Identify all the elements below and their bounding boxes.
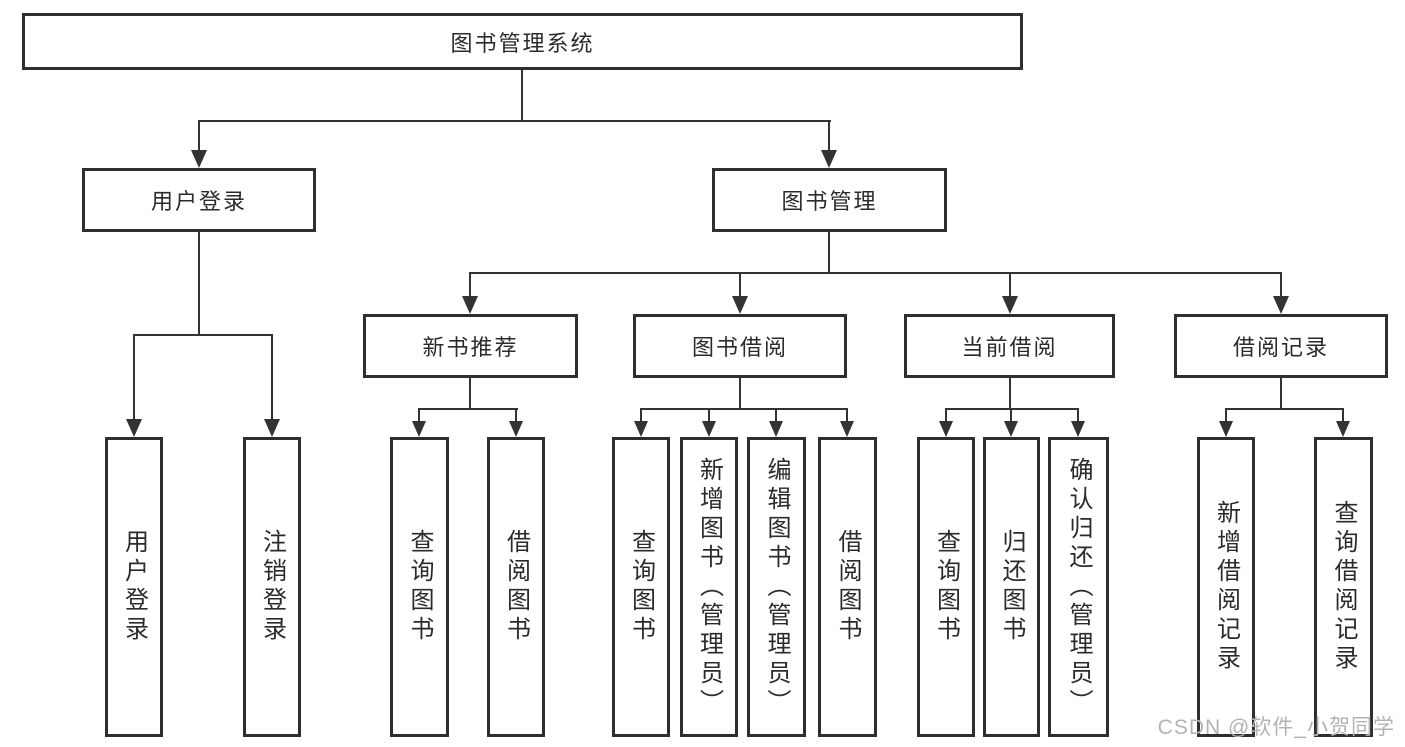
connector-line bbox=[418, 408, 420, 421]
leaf-label: 查询图书 bbox=[406, 529, 433, 645]
node-current-borrow: 当前借阅 bbox=[904, 314, 1115, 378]
connector-line bbox=[828, 120, 830, 150]
leaf-nbr-query-books: 查询图书 bbox=[390, 437, 449, 737]
node-library-system: 图书管理系统 bbox=[22, 13, 1023, 70]
connector-line bbox=[640, 408, 848, 410]
leaf-nbr-borrow-books: 借阅图书 bbox=[487, 437, 545, 737]
node-new-book-recommend: 新书推荐 bbox=[363, 314, 578, 378]
connector-line bbox=[198, 120, 200, 150]
connector-line bbox=[1009, 378, 1011, 410]
leaf-user-login: 用户登录 bbox=[105, 437, 163, 737]
connector-line bbox=[828, 232, 830, 274]
connector-line bbox=[515, 408, 517, 421]
leaf-br-query-record: 查询借阅记录 bbox=[1314, 437, 1373, 737]
connector-line bbox=[1342, 408, 1344, 421]
connector-line bbox=[1280, 378, 1282, 410]
arrowhead-down-icon bbox=[702, 421, 716, 437]
leaf-br-add-record: 新增借阅记录 bbox=[1197, 437, 1255, 737]
leaf-label: 注销登录 bbox=[258, 529, 286, 645]
leaf-logout: 注销登录 bbox=[243, 437, 301, 737]
node-label: 图书管理系统 bbox=[450, 30, 595, 56]
connector-line bbox=[945, 408, 947, 421]
leaf-label: 用户登录 bbox=[120, 529, 148, 645]
arrowhead-down-icon bbox=[821, 150, 837, 168]
connector-line bbox=[1225, 408, 1344, 410]
connector-line bbox=[418, 408, 518, 410]
connector-line bbox=[640, 408, 642, 421]
arrowhead-down-icon bbox=[126, 419, 142, 437]
connector-line bbox=[521, 70, 523, 122]
connector-line bbox=[133, 334, 273, 336]
connector-line bbox=[1280, 272, 1282, 296]
watermark: CSDN @软件_小贺同学 bbox=[1157, 716, 1395, 739]
leaf-bb-edit-books-admin: 编辑图书（管理员） bbox=[747, 437, 806, 737]
leaf-label: 编辑图书（管理员） bbox=[763, 456, 790, 718]
arrowhead-down-icon bbox=[412, 421, 426, 437]
connector-line bbox=[739, 378, 741, 410]
node-label: 图书管理 bbox=[781, 189, 878, 214]
connector-line bbox=[846, 408, 848, 421]
leaf-label: 查询图书 bbox=[932, 529, 960, 645]
connector-line bbox=[198, 232, 200, 336]
node-book-borrow: 图书借阅 bbox=[633, 314, 847, 378]
arrowhead-down-icon bbox=[191, 150, 207, 168]
connector-line bbox=[775, 408, 777, 421]
arrowhead-down-icon bbox=[264, 419, 280, 437]
node-label: 新书推荐 bbox=[422, 335, 519, 360]
node-borrow-records: 借阅记录 bbox=[1174, 314, 1388, 378]
connector-line bbox=[708, 408, 710, 421]
leaf-cb-query-books: 查询图书 bbox=[917, 437, 975, 737]
leaf-cb-return-books: 归还图书 bbox=[983, 437, 1040, 737]
connector-line bbox=[469, 272, 1282, 274]
connector-line bbox=[739, 272, 741, 296]
arrowhead-down-icon bbox=[462, 296, 478, 314]
connector-line bbox=[1010, 408, 1012, 421]
connector-line bbox=[469, 272, 471, 296]
leaf-label: 查询借阅记录 bbox=[1330, 500, 1357, 674]
leaf-bb-query-books: 查询图书 bbox=[612, 437, 670, 737]
arrowhead-down-icon bbox=[1219, 421, 1233, 437]
arrowhead-down-icon bbox=[1071, 421, 1085, 437]
connector-line bbox=[945, 408, 1079, 410]
arrowhead-down-icon bbox=[1002, 296, 1018, 314]
leaf-label: 确认归还（管理员） bbox=[1065, 456, 1092, 718]
arrowhead-down-icon bbox=[1336, 421, 1350, 437]
leaf-label: 借阅图书 bbox=[834, 529, 861, 645]
arrowhead-down-icon bbox=[939, 421, 953, 437]
node-label: 借阅记录 bbox=[1232, 335, 1329, 360]
arrowhead-down-icon bbox=[769, 421, 783, 437]
leaf-label: 归还图书 bbox=[998, 529, 1025, 645]
arrowhead-down-icon bbox=[840, 421, 854, 437]
node-label: 用户登录 bbox=[150, 189, 247, 214]
leaf-label: 新增借阅记录 bbox=[1212, 500, 1240, 674]
node-user-login: 用户登录 bbox=[82, 168, 316, 232]
connector-line bbox=[198, 120, 831, 122]
connector-line bbox=[469, 378, 471, 410]
connector-line bbox=[271, 334, 273, 419]
leaf-label: 借阅图书 bbox=[502, 529, 530, 645]
arrowhead-down-icon bbox=[509, 421, 523, 437]
connector-line bbox=[1009, 272, 1011, 296]
leaf-bb-borrow-books: 借阅图书 bbox=[818, 437, 877, 737]
connector-line bbox=[1077, 408, 1079, 421]
arrowhead-down-icon bbox=[1004, 421, 1018, 437]
arrowhead-down-icon bbox=[732, 296, 748, 314]
leaf-label: 查询图书 bbox=[627, 529, 655, 645]
connector-line bbox=[1225, 408, 1227, 421]
arrowhead-down-icon bbox=[634, 421, 648, 437]
node-label: 图书借阅 bbox=[691, 335, 788, 360]
node-label: 当前借阅 bbox=[961, 335, 1058, 360]
node-book-management: 图书管理 bbox=[712, 168, 947, 232]
arrowhead-down-icon bbox=[1273, 296, 1289, 314]
connector-line bbox=[133, 334, 135, 419]
leaf-bb-add-books-admin: 新增图书（管理员） bbox=[680, 437, 738, 737]
leaf-label: 新增图书（管理员） bbox=[695, 456, 723, 718]
leaf-cb-confirm-return-admin: 确认归还（管理员） bbox=[1048, 437, 1109, 737]
